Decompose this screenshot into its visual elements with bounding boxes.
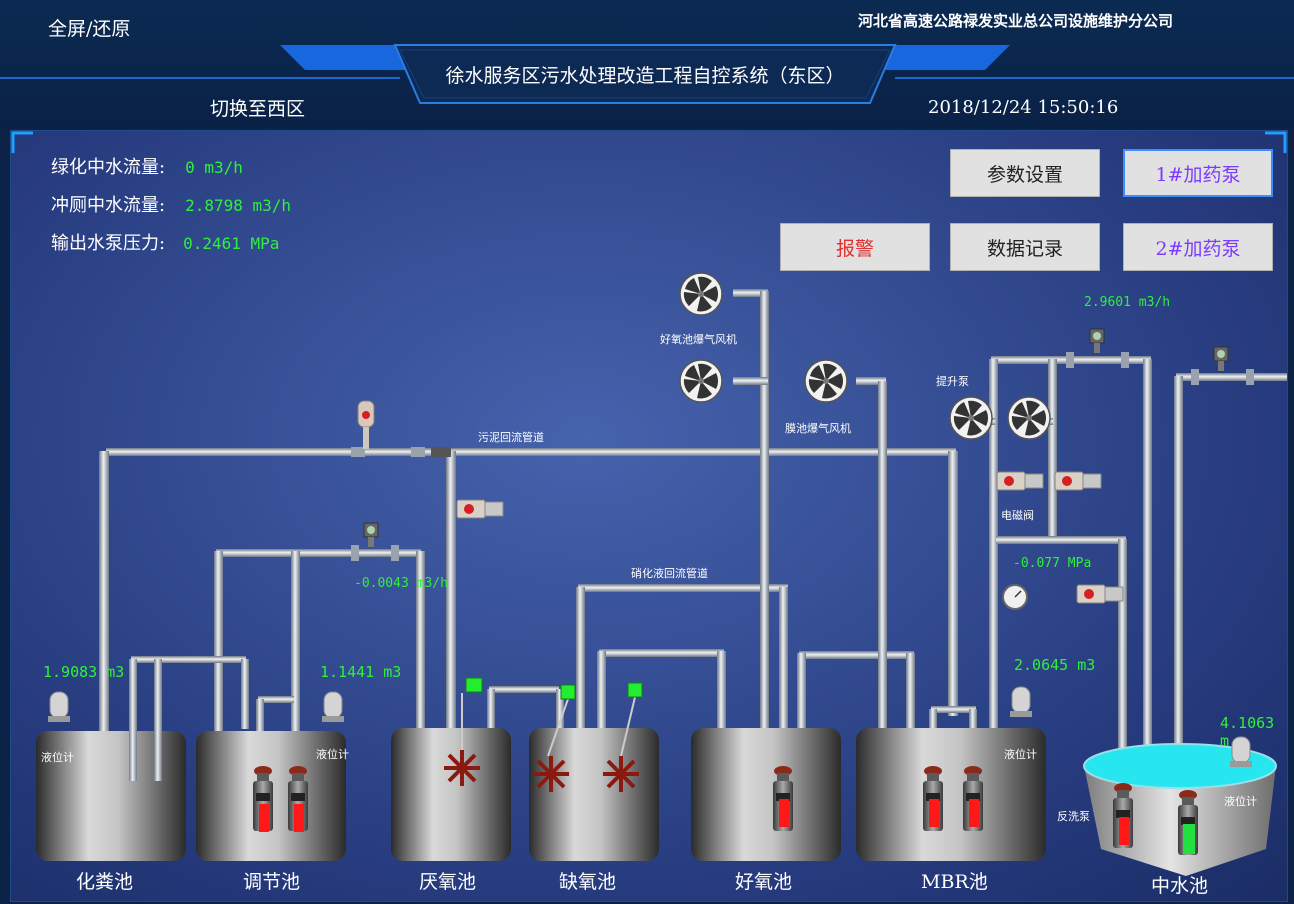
flowmeter-icon	[1213, 346, 1229, 372]
tank-label-septic: 化粪池	[76, 871, 134, 893]
params-button[interactable]: 参数设置	[950, 149, 1100, 197]
readout-green-water-flow: 绿化中水流量: 0 m3/h	[51, 153, 243, 179]
level-meter-label: 液位计	[1224, 795, 1257, 808]
sludge-valve-icon	[357, 400, 375, 449]
process-panel: 绿化中水流量: 0 m3/h 冲厕中水流量: 2.8798 m3/h 输出水泵压力:…	[10, 130, 1288, 902]
company-name: 河北省高速公路禄发实业总公司设施维护分公司	[858, 12, 1174, 30]
valve-icon	[1076, 584, 1124, 604]
level-meter-label: 液位计	[1004, 748, 1037, 761]
valve-icon	[1054, 471, 1102, 491]
backwash-pump-label: 反洗泵	[1057, 810, 1090, 823]
tank-label-aerobic: 好氧池	[735, 871, 793, 893]
level-value-septic: 1.9083 m3	[43, 663, 125, 681]
process-diagram	[36, 272, 1287, 876]
level-meter-label: 液位计	[316, 748, 349, 761]
readout-label: 输出水泵压力:	[51, 233, 166, 254]
tank-label-regulate: 调节池	[243, 871, 301, 893]
sludge-pipe-label: 污泥回流管道	[478, 431, 544, 444]
tank-label-anoxic: 缺氧池	[559, 871, 617, 893]
records-button[interactable]: 数据记录	[950, 223, 1100, 271]
page-title: 徐水服务区污水处理改造工程自控系统（东区）	[445, 65, 845, 87]
pressure-value-mbr: -0.077 MPa	[1013, 556, 1092, 571]
header-decoration	[0, 44, 1294, 104]
dosing-pump-1-button[interactable]: 1#加药泵	[1123, 149, 1273, 197]
valve-icon	[996, 471, 1044, 491]
flowmeter-icon	[1089, 328, 1105, 354]
readout-value: 2.8798 m3/h	[185, 196, 292, 215]
pressure-gauge-icon	[1002, 584, 1028, 610]
pipes	[99, 289, 1287, 781]
switch-west-button[interactable]: 切换至西区	[210, 98, 306, 120]
readout-value: 0 m3/h	[185, 158, 243, 177]
readout-pump-pressure: 输出水泵压力: 0.2461 MPa	[51, 229, 279, 255]
readout-label: 冲厕中水流量:	[51, 195, 166, 216]
flow-value-regulate: -0.0043 m3/h	[354, 576, 448, 591]
flow-value-top: 2.9601 m3/h	[1084, 295, 1171, 310]
level-meter-icon	[47, 691, 71, 723]
level-value-middle: 4.1063 m	[1220, 714, 1275, 750]
aerobic-blower-icon	[679, 359, 723, 403]
tanks	[36, 728, 1277, 876]
alarm-button[interactable]: 报警	[780, 223, 930, 271]
level-meter-icon	[321, 691, 345, 723]
aerobic-blower-label: 好氧池爆气风机	[660, 333, 737, 346]
level-meter-icon	[1009, 686, 1033, 718]
lift-pump-fan-icon	[1007, 396, 1051, 440]
valve-icon	[456, 499, 504, 519]
title-tab: 徐水服务区污水处理改造工程自控系统（东区）	[395, 45, 895, 103]
membrane-blower-label: 膜池爆气风机	[785, 422, 851, 435]
dosing-pump-2-button[interactable]: 2#加药泵	[1123, 223, 1273, 271]
level-value-regulate: 1.1441 m3	[320, 663, 402, 681]
top-bar: 全屏/还原 河北省高速公路禄发实业总公司设施维护分公司 徐水服务区污水处理改造工…	[0, 0, 1294, 128]
fullscreen-toggle[interactable]: 全屏/还原	[48, 18, 131, 40]
mixers	[444, 677, 643, 792]
tank-label-middle-water: 中水池	[1151, 875, 1209, 897]
readout-toilet-water-flow: 冲厕中水流量: 2.8798 m3/h	[51, 191, 291, 217]
panel-corners	[11, 131, 1287, 153]
membrane-blower-icon	[804, 359, 848, 403]
readout-label: 绿化中水流量:	[51, 157, 166, 178]
datetime: 2018/12/24 15:50:16	[928, 97, 1119, 118]
aerobic-blower-icon	[679, 272, 723, 316]
solenoid-valve-label: 电磁阀	[1001, 509, 1034, 522]
pipe-fittings	[351, 352, 1254, 561]
level-value-mbr: 2.0645 m3	[1014, 656, 1096, 674]
tank-label-anaerobic: 厌氧池	[419, 871, 477, 893]
lift-pump-label: 提升泵	[936, 375, 969, 388]
readout-value: 0.2461 MPa	[183, 234, 280, 253]
tank-label-mbr: MBR池	[921, 871, 988, 893]
level-meter-label: 液位计	[41, 751, 74, 764]
flowmeter-icon	[363, 522, 379, 548]
nitrate-pipe-label: 硝化液回流管道	[631, 567, 708, 580]
lift-pump-fan-icon	[949, 396, 993, 440]
